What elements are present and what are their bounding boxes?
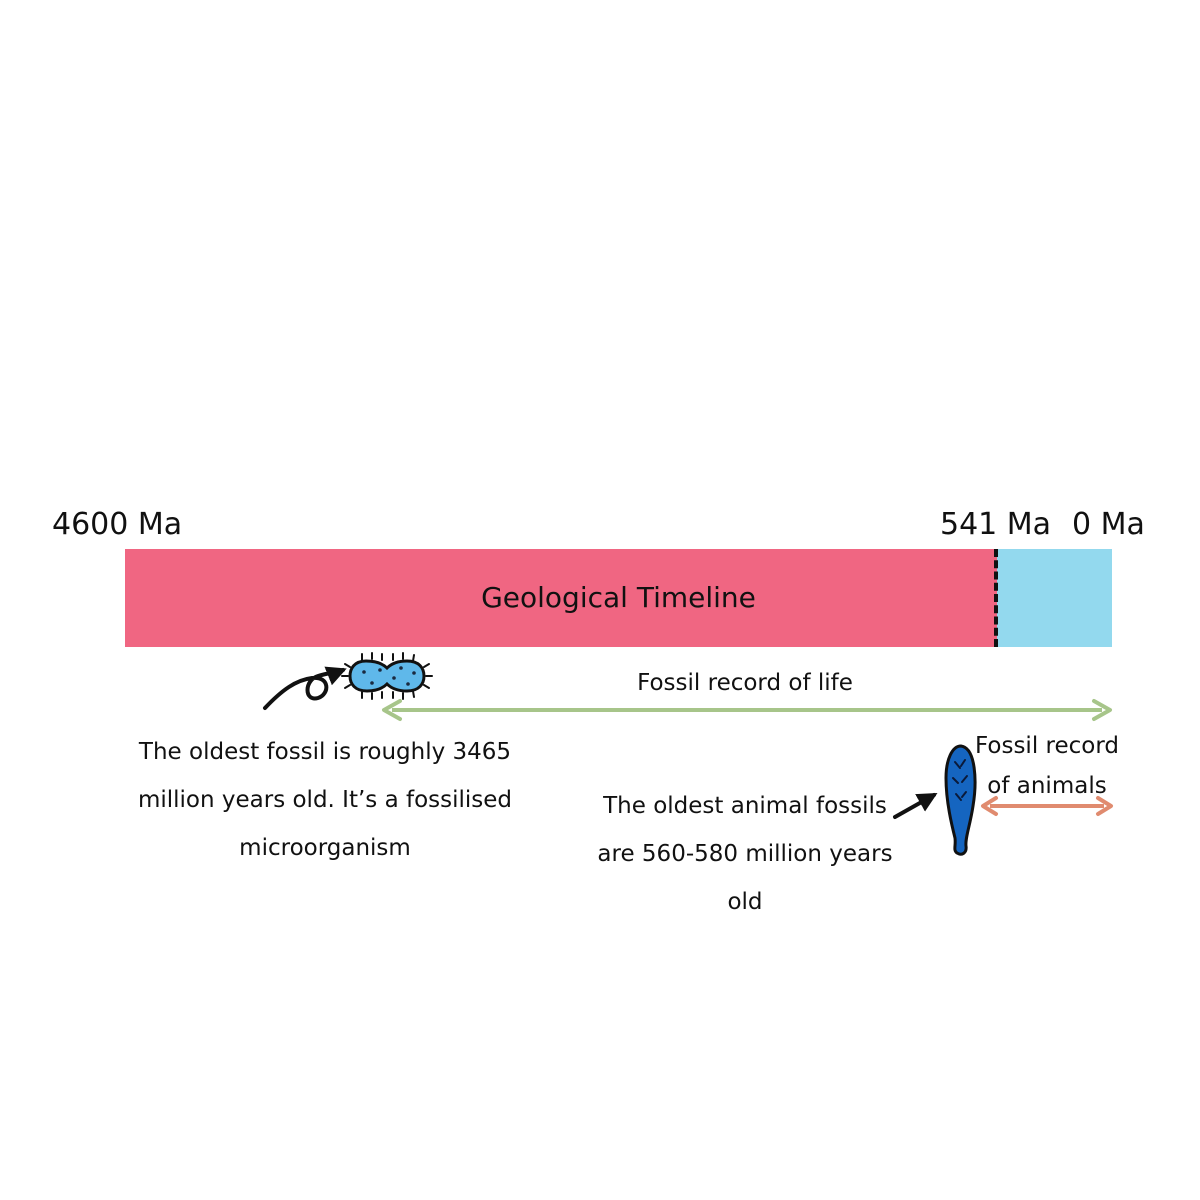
precambrian-segment — [125, 549, 997, 647]
phanerozoic-segment — [997, 549, 1112, 647]
curly-arrow-icon — [263, 666, 347, 710]
oldest-fossil-text: The oldest fossil is roughly 3465 millio… — [137, 739, 513, 861]
microorganism-icon — [341, 652, 433, 700]
timeline-end-label: 0 Ma — [1072, 507, 1145, 542]
animal-fossil-icon — [944, 744, 977, 856]
timeline-start-label: 4600 Ma — [52, 507, 183, 542]
animal-record-arrow — [981, 796, 1113, 816]
timeline-title: Geological Timeline — [481, 581, 756, 614]
cambrian-boundary-label: 541 Ma — [940, 507, 1052, 542]
pointer-arrow-icon — [893, 793, 938, 819]
animal-record-label: Fossil record of animals — [974, 733, 1119, 799]
boundary-dashed-line — [994, 549, 998, 647]
life-record-label: Fossil record of life — [637, 670, 853, 696]
life-record-arrow — [382, 699, 1112, 721]
oldest-animal-text: The oldest animal fossils are 560-580 mi… — [597, 793, 893, 915]
